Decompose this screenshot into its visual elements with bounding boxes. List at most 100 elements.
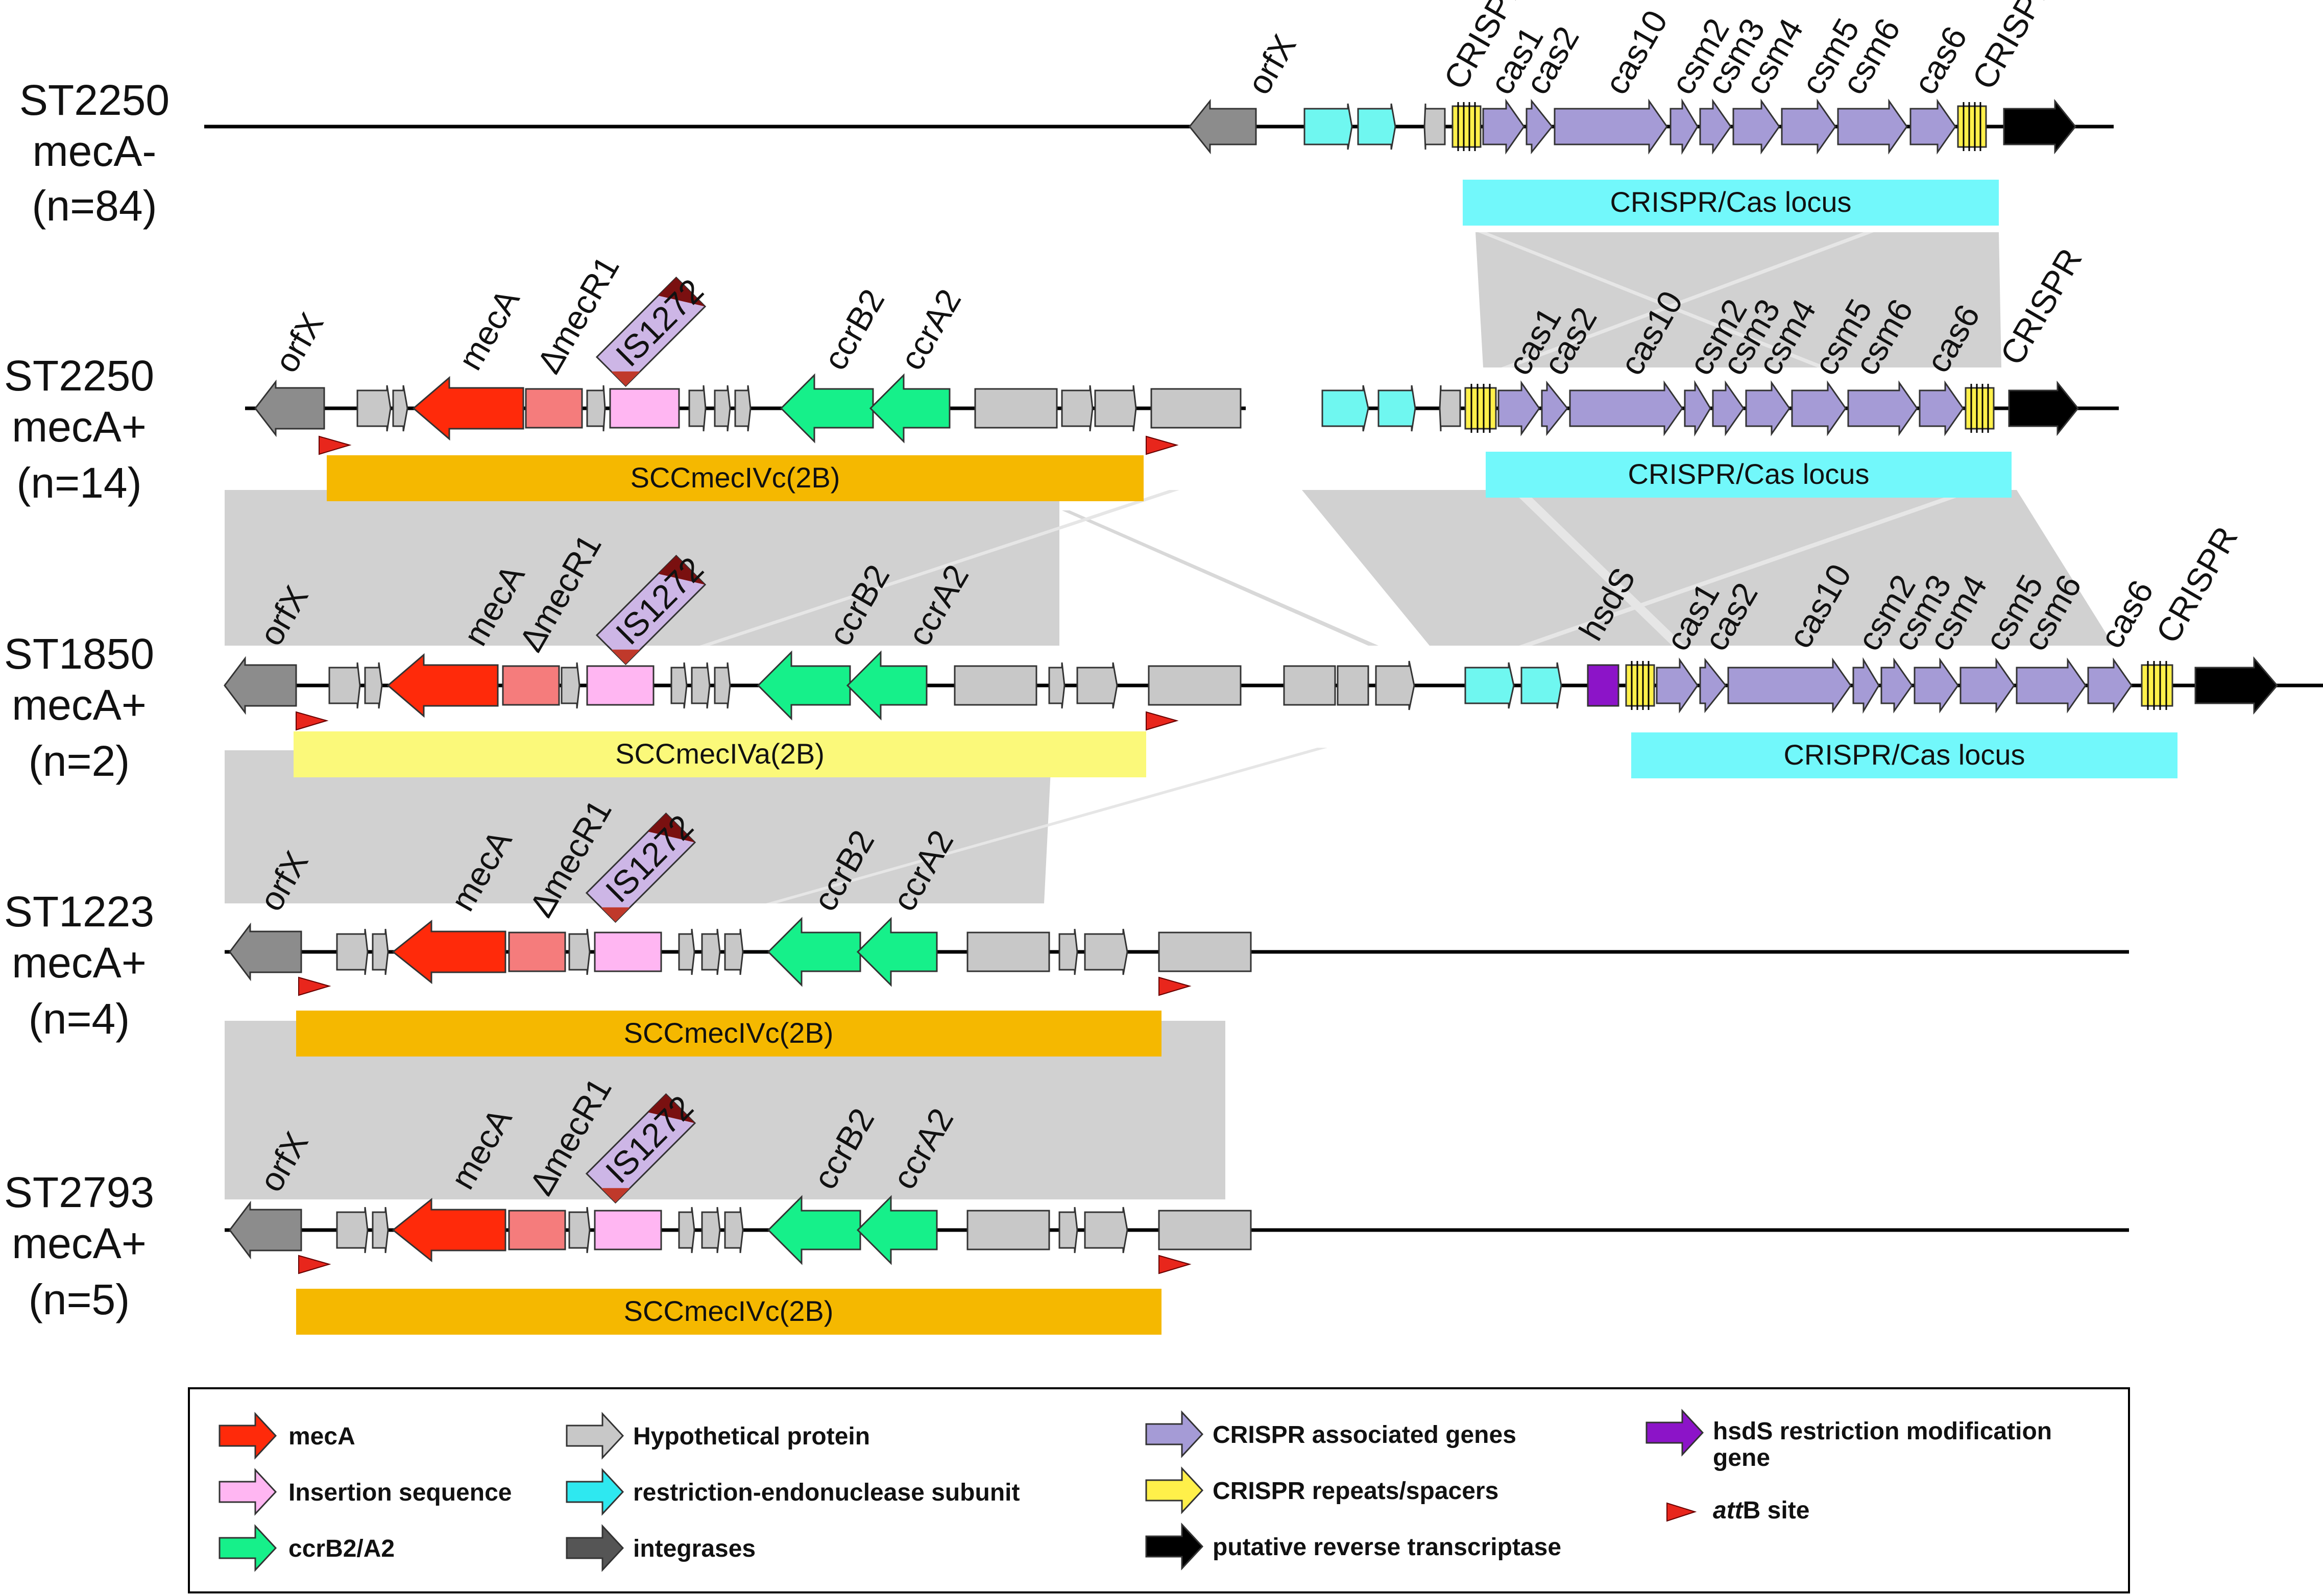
hypothetical-gene bbox=[1058, 1207, 1078, 1254]
hypothetical-gene bbox=[1439, 385, 1461, 432]
meca-label: mecA bbox=[451, 283, 526, 376]
legend-attb-icon bbox=[1666, 1502, 1697, 1522]
is1272-gene bbox=[609, 388, 680, 429]
reverse-transcriptase-gene bbox=[2003, 99, 2076, 155]
restriction-subunit-gene bbox=[1321, 385, 1369, 432]
track-3-st: ST1850 bbox=[4, 630, 154, 678]
hypothetical-gene bbox=[691, 662, 711, 709]
sccmec-box bbox=[294, 731, 1146, 777]
restriction-subunit-gene bbox=[1520, 662, 1562, 709]
cas10-gene bbox=[1569, 380, 1683, 436]
hypothetical-gene bbox=[701, 928, 721, 975]
attb-site-marker bbox=[298, 976, 331, 996]
sccmec-label: SCCmecIVa(2B) bbox=[615, 738, 825, 770]
crispr-label: CRISPR bbox=[1993, 242, 2089, 371]
track-5-meca: mecA+ bbox=[12, 1219, 147, 1267]
csm4-gene bbox=[1914, 657, 1959, 714]
hsds-gene bbox=[1587, 664, 1619, 707]
hypothetical-gene bbox=[724, 928, 744, 975]
legend-rt-label: putative reverse transcriptase bbox=[1213, 1534, 1561, 1561]
csm6-gene bbox=[1847, 380, 1918, 436]
ccrb2-gene bbox=[767, 917, 861, 987]
meca-gene bbox=[392, 1197, 506, 1263]
hypothetical-gene bbox=[714, 662, 731, 709]
hypothetical-gene bbox=[724, 1207, 744, 1254]
hypothetical-gene bbox=[1061, 385, 1094, 432]
attb-site-marker bbox=[296, 711, 329, 731]
reverse-transcriptase-gene bbox=[2008, 380, 2079, 436]
track-4-n: (n=4) bbox=[29, 995, 130, 1043]
sccmec-box bbox=[296, 1289, 1162, 1335]
crispr-label: CRISPR bbox=[1965, 0, 2061, 95]
attb-site-marker bbox=[319, 435, 352, 455]
homology-block bbox=[1302, 490, 2114, 646]
hypothetical-gene bbox=[364, 662, 383, 709]
orfx-label: orfX bbox=[1240, 28, 1303, 101]
attb-site-marker bbox=[1146, 435, 1179, 455]
track-labels: ST2250 mecA- (n=84) ST2250 mecA+ (n=14) … bbox=[4, 76, 170, 1323]
cas1-gene bbox=[1656, 657, 1699, 714]
hypothetical-gene bbox=[561, 662, 580, 709]
mecr1-gene bbox=[502, 665, 560, 706]
hypothetical-gene bbox=[586, 385, 606, 432]
hypothetical-gene bbox=[1084, 928, 1128, 975]
csm3-gene bbox=[1699, 99, 1732, 155]
sccmec-label: SCCmecIVc(2B) bbox=[624, 1017, 834, 1049]
track-2-st: ST2250 bbox=[4, 352, 154, 400]
ccrb2-label: ccrB2 bbox=[816, 283, 891, 376]
meca-gene bbox=[392, 919, 506, 985]
legend-ccr-label: ccrB2/A2 bbox=[288, 1535, 395, 1562]
crispr-cas-locus-label: CRISPR/Cas locus bbox=[1783, 739, 2025, 771]
hypothetical-gene bbox=[328, 662, 361, 709]
mecr1-gene bbox=[525, 388, 583, 429]
crispr-repeat-array bbox=[1625, 661, 1655, 710]
hypothetical-gene bbox=[974, 388, 1058, 429]
homology-block bbox=[225, 1021, 1225, 1199]
csm5-gene bbox=[1781, 99, 1836, 155]
hypothetical-gene bbox=[336, 928, 369, 975]
hypothetical-gene bbox=[678, 1207, 695, 1254]
legend-hsds-label-line2: gene bbox=[1713, 1444, 1770, 1471]
ccrb2-gene bbox=[767, 1195, 861, 1265]
track-4-meca: mecA+ bbox=[12, 939, 147, 987]
hypothetical-gene bbox=[714, 385, 731, 432]
track-5-n: (n=5) bbox=[29, 1275, 130, 1323]
cas6-gene bbox=[2087, 657, 2133, 714]
restriction-subunit-gene bbox=[1303, 103, 1353, 150]
hypothetical-gene bbox=[1058, 928, 1078, 975]
legend-cas-label: CRISPR associated genes bbox=[1213, 1421, 1516, 1448]
hypothetical-gene bbox=[670, 662, 688, 709]
meca-gene bbox=[412, 376, 524, 441]
crispr-repeat-array bbox=[1464, 384, 1497, 433]
legend-insertion-icon bbox=[219, 1468, 277, 1516]
csm4-gene bbox=[1745, 380, 1790, 436]
ccra2-gene bbox=[846, 650, 928, 721]
is1272-gene bbox=[586, 665, 655, 706]
legend-attb-label: attB site bbox=[1713, 1497, 1809, 1524]
hypothetical-gene bbox=[372, 1207, 389, 1254]
attb-site-marker bbox=[1146, 711, 1179, 731]
csm2-gene bbox=[1684, 380, 1711, 437]
track-2-n: (n=14) bbox=[16, 459, 141, 507]
sccmec-box bbox=[327, 455, 1144, 501]
cas1-gene bbox=[1497, 380, 1540, 436]
attb-site-marker bbox=[298, 1255, 331, 1274]
csm4-gene bbox=[1732, 99, 1780, 155]
legend-hsds-label: hsdS restriction modification bbox=[1713, 1418, 2052, 1445]
track-1-st: ST2250 bbox=[19, 76, 170, 124]
reverse-transcriptase-gene bbox=[2194, 656, 2278, 715]
attb-site-marker bbox=[1158, 1255, 1192, 1274]
hypothetical-gene bbox=[1283, 665, 1336, 706]
hypothetical-gene bbox=[336, 1207, 369, 1254]
orfx-label: orfX bbox=[267, 306, 331, 379]
crispr-cas-locus-label: CRISPR/Cas locus bbox=[1610, 186, 1851, 218]
legend-meca-icon bbox=[219, 1412, 277, 1460]
ccra2-gene bbox=[856, 917, 938, 987]
hypothetical-gene bbox=[1094, 385, 1137, 432]
cas2-gene bbox=[1541, 380, 1568, 436]
meca-gene bbox=[386, 653, 499, 718]
hypothetical-gene bbox=[356, 385, 392, 432]
cas6-gene bbox=[1919, 380, 1964, 436]
crispr-repeat-array bbox=[1965, 384, 1995, 433]
legend-repeats-label: CRISPR repeats/spacers bbox=[1213, 1478, 1498, 1505]
